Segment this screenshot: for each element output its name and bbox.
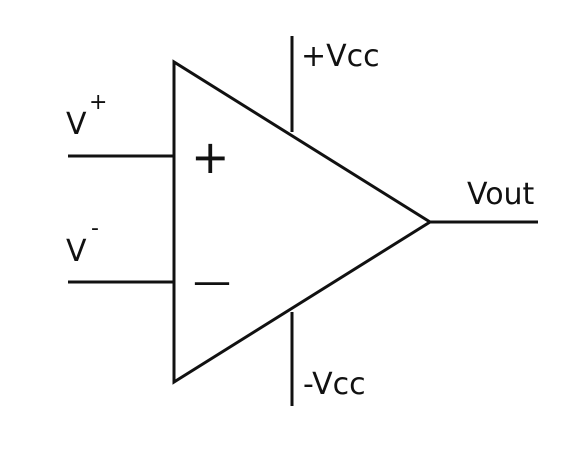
positive-supply-label: +Vcc bbox=[301, 39, 380, 74]
input-minus-label-base: V bbox=[66, 234, 87, 269]
input-plus-label: V bbox=[66, 110, 87, 140]
input-plus-label-base: V bbox=[66, 107, 87, 142]
plus-sign: + bbox=[191, 130, 230, 184]
input-minus-label: V bbox=[66, 237, 87, 267]
minus-sign: — bbox=[193, 259, 231, 303]
negative-supply-label: -Vcc bbox=[303, 367, 366, 402]
input-minus-label-superscript: - bbox=[91, 216, 99, 241]
op-amp-triangle bbox=[172, 59, 433, 385]
output-label: Vout bbox=[467, 177, 535, 212]
input-plus-label-superscript: + bbox=[89, 90, 108, 115]
